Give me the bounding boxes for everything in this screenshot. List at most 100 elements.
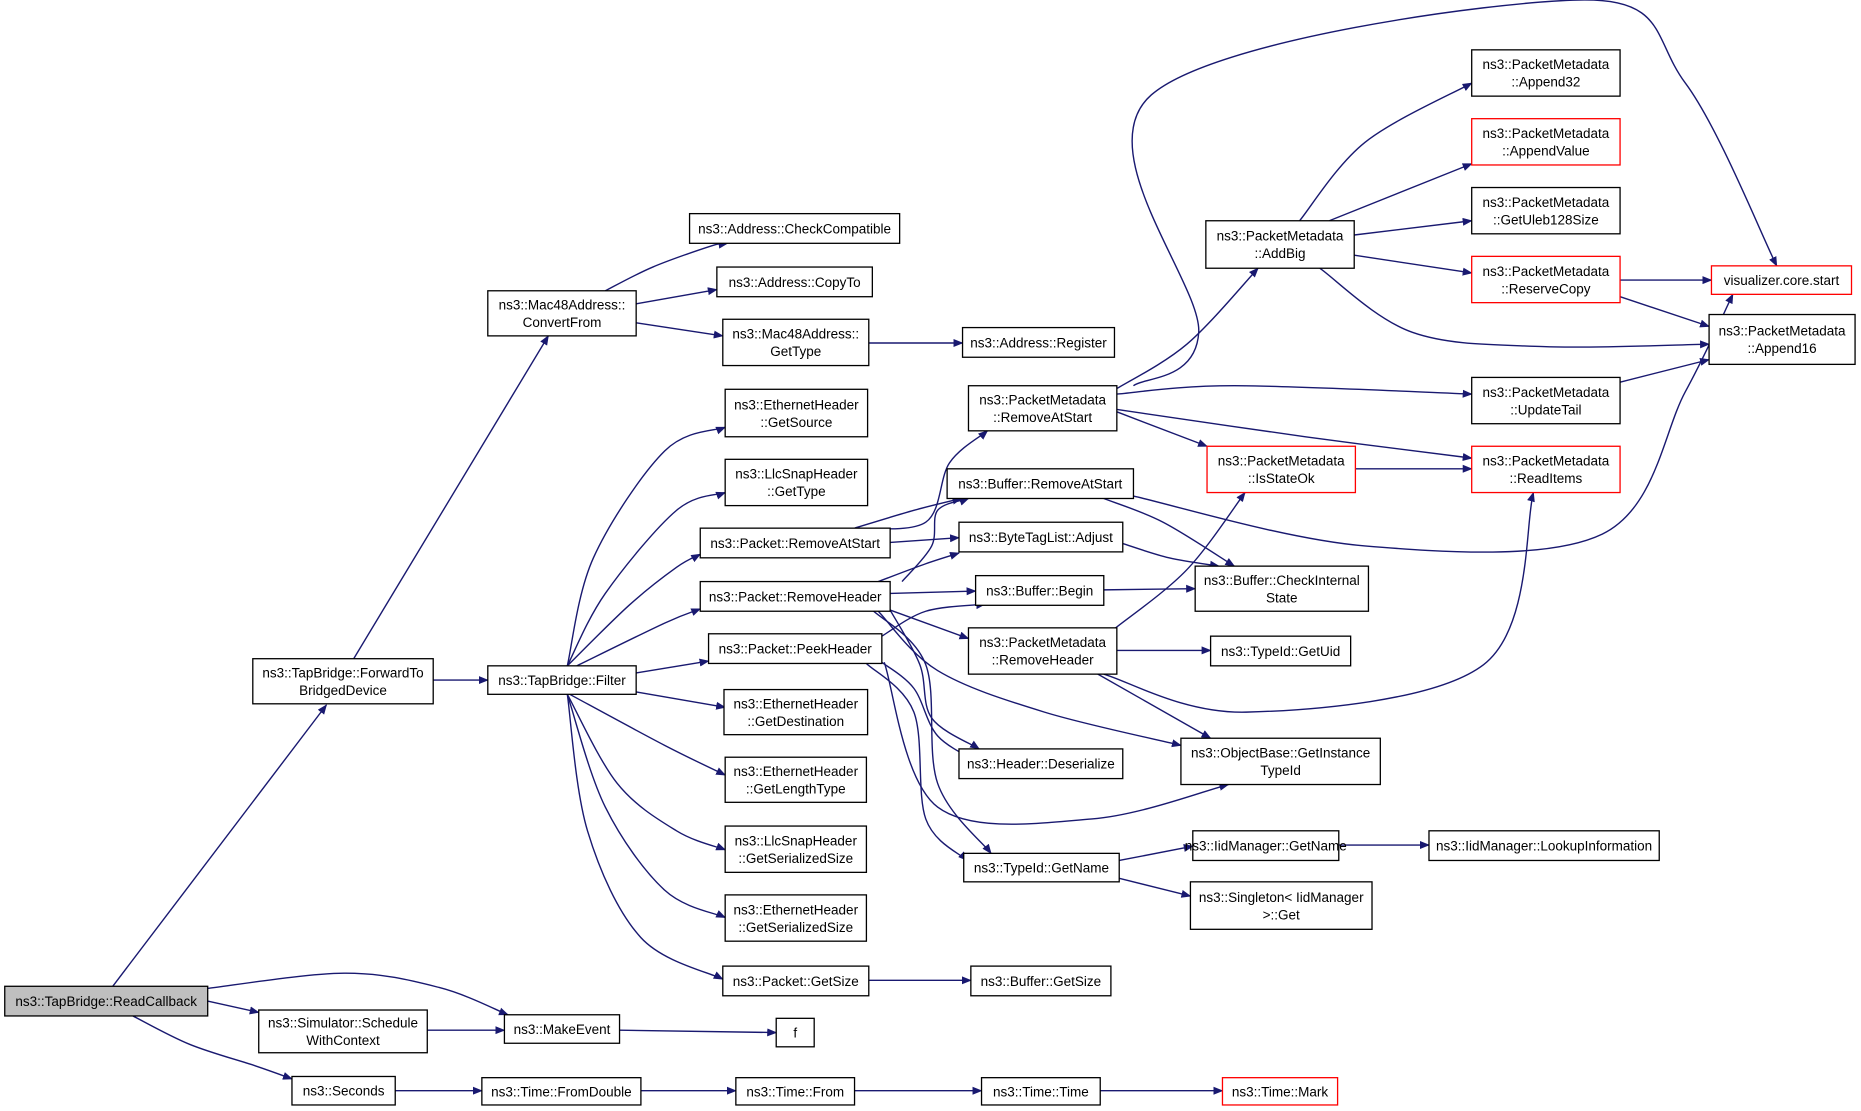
edge-filter-to-ethser <box>566 694 727 919</box>
node-label: ns3::Address::CopyTo <box>729 275 861 290</box>
node-label: ns3::PacketMetadata <box>1482 57 1609 72</box>
edge-pktremhdr-to-hdrdeser <box>889 609 980 750</box>
edge-pmremstart-to-vizstart <box>1131 0 1778 387</box>
edge-pktpeek-to-objbase <box>883 662 1230 825</box>
node-label: ns3::Singleton< IidManager <box>1199 890 1364 905</box>
node-seconds[interactable]: ns3::Seconds <box>291 1075 396 1106</box>
node-btladjust[interactable]: ns3::ByteTagList::Adjust <box>958 521 1124 553</box>
node-singleton[interactable]: ns3::Singleton< IidManager>::Get <box>1189 881 1373 930</box>
node-pktremstart[interactable]: ns3::Packet::RemoveAtStart <box>699 527 891 559</box>
node-label: ns3::ObjectBase::GetInstance <box>1191 746 1370 761</box>
node-ethlen[interactable]: ns3::EthernetHeader::GetLengthType <box>724 756 868 803</box>
node-label: ns3::PacketMetadata <box>1482 454 1609 469</box>
node-box <box>1192 830 1340 862</box>
node-readcb[interactable]: ns3::TapBridge::ReadCallback <box>4 985 209 1017</box>
node-hdrdeser[interactable]: ns3::Header::Deserialize <box>958 748 1124 780</box>
node-label: GetType <box>770 344 821 359</box>
edge-filter-to-pktremstart <box>566 553 702 667</box>
node-pktsize[interactable]: ns3::Packet::GetSize <box>722 965 870 997</box>
edge-bufbegin-to-bufcheck <box>1103 584 1197 593</box>
node-pktremhdr[interactable]: ns3::Packet::RemoveHeader <box>699 580 891 612</box>
node-pmaddbig[interactable]: ns3::PacketMetadata::AddBig <box>1205 220 1355 269</box>
node-label: >::Get <box>1263 907 1300 922</box>
edge-typeidname-to-singleton <box>1119 877 1192 898</box>
edge-pmaddbig-to-pmuleb <box>1354 217 1473 236</box>
node-bufsize[interactable]: ns3::Buffer::GetSize <box>970 965 1112 997</box>
node-label: ConvertFrom <box>523 315 602 330</box>
node-label: ::Append32 <box>1511 75 1580 90</box>
node-box <box>724 825 868 873</box>
node-label: ::Append16 <box>1748 341 1817 356</box>
node-pktpeek[interactable]: ns3::Packet::PeekHeader <box>707 633 883 665</box>
node-vizstart[interactable]: visualizer.core.start <box>1710 265 1853 295</box>
node-box <box>958 521 1124 553</box>
edge-pktremstart-to-btladjust <box>890 534 960 544</box>
node-pmremstart[interactable]: ns3::PacketMetadata::RemoveAtStart <box>967 385 1118 432</box>
node-typeidname[interactable]: ns3::TypeId::GetName <box>963 852 1120 883</box>
node-box <box>722 965 870 997</box>
node-fromdouble[interactable]: ns3::Time::FromDouble <box>481 1077 642 1106</box>
node-iidgetname[interactable]: ns3::IidManager::GetName <box>1185 830 1347 862</box>
node-pmuleb[interactable]: ns3::PacketMetadata::GetUleb128Size <box>1471 186 1621 235</box>
node-box <box>967 385 1118 432</box>
node-label: ns3::Buffer::RemoveAtStart <box>958 477 1122 492</box>
node-timefrom[interactable]: ns3::Time::From <box>735 1077 856 1106</box>
edge-pktremhdr-to-objbase <box>877 610 1182 748</box>
node-pmisok[interactable]: ns3::PacketMetadata::IsStateOk <box>1206 445 1357 494</box>
node-typeiduid[interactable]: ns3::TypeId::GetUid <box>1209 635 1352 667</box>
node-label: TypeId <box>1260 763 1301 778</box>
node-timemark[interactable]: ns3::Time::Mark <box>1221 1077 1339 1106</box>
node-addrreg[interactable]: ns3::Address::Register <box>961 326 1116 358</box>
edge-readcb-to-seconds <box>132 1015 293 1080</box>
node-mac48type[interactable]: ns3::Mac48Address::GetType <box>722 318 870 367</box>
node-filter[interactable]: ns3::TapBridge::Filter <box>487 665 637 695</box>
edge-filter-to-ethlen <box>569 693 727 776</box>
node-pmreserve[interactable]: ns3::PacketMetadata::ReserveCopy <box>1471 255 1621 304</box>
node-label: WithContext <box>306 1033 380 1048</box>
node-label: ::GetType <box>767 484 826 499</box>
node-label: ns3::TapBridge::Filter <box>498 673 626 688</box>
edge-pmaddbig-to-pmappval <box>1329 163 1473 222</box>
node-label: ns3::Packet::RemoveHeader <box>709 589 882 604</box>
node-label: ns3::Packet::RemoveAtStart <box>710 536 880 551</box>
node-ethdest[interactable]: ns3::EthernetHeader::GetDestination <box>723 688 869 736</box>
node-pmupdtail[interactable]: ns3::PacketMetadata::UpdateTail <box>1471 376 1621 425</box>
node-f[interactable]: f <box>775 1017 815 1048</box>
node-label: ns3::ByteTagList::Adjust <box>969 530 1113 545</box>
node-box <box>481 1077 642 1106</box>
node-label: ns3::Seconds <box>303 1084 385 1099</box>
node-iidlookup[interactable]: ns3::IidManager::LookupInformation <box>1428 830 1660 862</box>
node-ethsrc[interactable]: ns3::EthernetHeader::GetSource <box>724 388 869 438</box>
node-llctype[interactable]: ns3::LlcSnapHeader::GetType <box>724 458 869 507</box>
node-label: ns3::IidManager::GetName <box>1185 839 1347 854</box>
node-bufbegin[interactable]: ns3::Buffer::Begin <box>974 574 1105 606</box>
node-label: ns3::Address::CheckCompatible <box>698 221 891 236</box>
node-addrcheck[interactable]: ns3::Address::CheckCompatible <box>688 212 901 244</box>
node-label: ns3::PacketMetadata <box>1719 324 1846 339</box>
node-timetime[interactable]: ns3::Time::Time <box>980 1077 1101 1106</box>
node-mac48conv[interactable]: ns3::Mac48Address::ConvertFrom <box>487 290 637 337</box>
edge-filter-to-llcser <box>566 693 727 851</box>
edge-pmupdtail-to-pmapp16 <box>1619 357 1711 383</box>
node-label: ns3::LlcSnapHeader <box>735 467 858 482</box>
node-pmread[interactable]: ns3::PacketMetadata::ReadItems <box>1471 445 1621 494</box>
node-pmappval[interactable]: ns3::PacketMetadata::AppendValue <box>1471 118 1621 166</box>
node-llcser[interactable]: ns3::LlcSnapHeader::GetSerializedSize <box>724 825 868 873</box>
node-label: ns3::Buffer::Begin <box>986 583 1093 598</box>
node-box <box>487 665 637 695</box>
node-pmapp32[interactable]: ns3::PacketMetadata::Append32 <box>1471 49 1621 97</box>
node-pmapp16[interactable]: ns3::PacketMetadata::Append16 <box>1708 313 1856 366</box>
node-bufremstart[interactable]: ns3::Buffer::RemoveAtStart <box>946 468 1135 500</box>
node-box <box>724 894 868 942</box>
node-box <box>1205 220 1355 269</box>
node-ethser[interactable]: ns3::EthernetHeader::GetSerializedSize <box>724 894 868 942</box>
node-label: ::UpdateTail <box>1510 402 1581 417</box>
node-makeevent[interactable]: ns3::MakeEvent <box>503 1014 621 1044</box>
node-addrcopy[interactable]: ns3::Address::CopyTo <box>716 266 873 298</box>
edge-fwd-to-mac48conv <box>353 335 549 660</box>
node-pmremhdr[interactable]: ns3::PacketMetadata::RemoveHeader <box>967 627 1118 675</box>
